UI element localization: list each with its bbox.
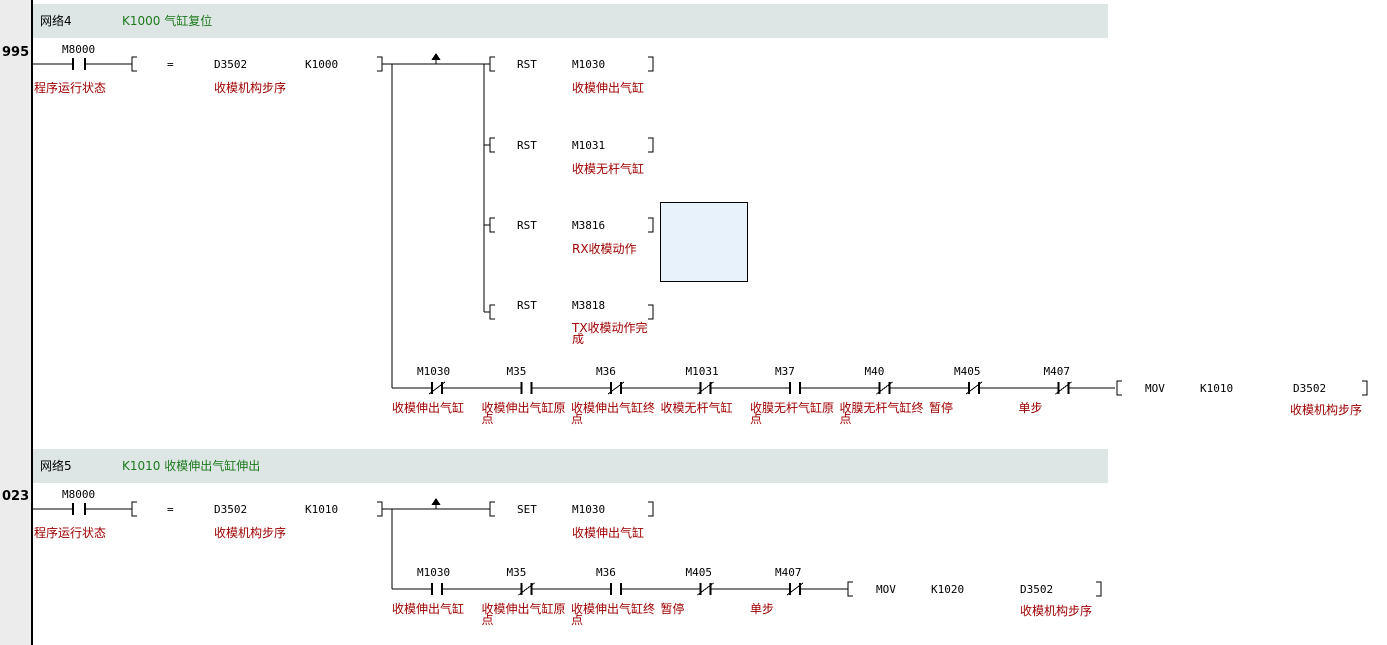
contact-comment: 收模伸出气缸终点 [571, 602, 656, 627]
contact-device[interactable]: M1030 [417, 566, 451, 579]
network-header[interactable] [33, 4, 1108, 38]
mov-instruction[interactable]: MOV [876, 583, 896, 596]
contact-comment: 暂停 [660, 602, 685, 616]
compare-arg1[interactable]: D3502 [214, 58, 248, 71]
normally-closed-slash [876, 381, 893, 395]
network-comment: K1010 收模伸出气缸伸出 [122, 459, 261, 473]
normally-closed-slash [1055, 381, 1072, 395]
contact-device[interactable]: M1031 [685, 365, 719, 378]
contact-comment: 程序运行状态 [34, 81, 107, 95]
step-number: 023 [2, 489, 30, 504]
normally-closed-slash [518, 582, 535, 596]
contact-device[interactable]: M36 [596, 566, 616, 579]
contact-device[interactable]: M405 [954, 365, 981, 378]
coil-device[interactable]: M1030 [572, 58, 606, 71]
mov-source[interactable]: K1010 [1200, 382, 1234, 395]
contact-comment: 收膜无杆气缸原点 [750, 401, 835, 426]
compare-arg1-comment: 收模机构步序 [214, 81, 287, 95]
selection-cursor-box[interactable] [660, 202, 748, 282]
left-power-rail [31, 0, 33, 645]
contact-comment: 收模伸出气缸终点 [571, 401, 656, 426]
contact-comment: 程序运行状态 [34, 526, 107, 540]
normally-closed-slash [786, 582, 804, 596]
contact-device[interactable]: M407 [1043, 365, 1071, 378]
contact-comment: 单步 [1018, 401, 1043, 415]
coil-device[interactable]: M3818 [572, 299, 606, 312]
contact-device[interactable]: M407 [775, 566, 802, 579]
mov-source[interactable]: K1020 [931, 583, 965, 596]
contact-comment: 收模伸出气缸 [392, 401, 465, 415]
coil-comment: TX收模动作完成 [572, 321, 648, 346]
contact-device[interactable]: M40 [864, 365, 885, 378]
network-header[interactable] [33, 449, 1108, 483]
coil-instruction[interactable]: SET [517, 503, 537, 516]
normally-closed-slash [697, 381, 714, 395]
coil-instruction[interactable]: RST [517, 58, 537, 71]
coil-instruction[interactable]: RST [517, 139, 537, 152]
contact-comment: 收模无杆气缸 [660, 401, 733, 415]
contact-device[interactable]: M1030 [417, 365, 451, 378]
normally-closed-slash [607, 381, 625, 395]
mov-instruction[interactable]: MOV [1145, 382, 1165, 395]
mov-destination[interactable]: D3502 [1020, 583, 1054, 596]
coil-device[interactable]: M1030 [572, 503, 606, 516]
contact-device[interactable]: M35 [506, 365, 527, 378]
contact-device[interactable]: M37 [775, 365, 795, 378]
contact-comment: 收模伸出气缸原点 [481, 602, 566, 627]
coil-comment: RX收模动作 [572, 242, 637, 256]
contact-device[interactable]: M35 [506, 566, 527, 579]
contact-comment: 收膜无杆气缸终点 [839, 401, 924, 426]
network-comment: K1000 气缸复位 [122, 14, 213, 28]
normally-closed-slash [428, 381, 446, 395]
contact-comment: 暂停 [929, 401, 954, 415]
coil-device[interactable]: M3816 [572, 219, 606, 232]
coil-comment: 收模无杆气缸 [572, 162, 645, 176]
mov-destination[interactable]: D3502 [1293, 382, 1327, 395]
contact-comment: 收模伸出气缸原点 [481, 401, 566, 426]
contact-comment: 收模伸出气缸 [392, 602, 465, 616]
network-label: 网络5 [40, 459, 72, 473]
coil-instruction[interactable]: RST [517, 219, 537, 232]
contact-device[interactable]: M36 [596, 365, 616, 378]
normally-closed-slash [965, 381, 983, 395]
coil-device[interactable]: M1031 [572, 139, 606, 152]
compare-operator[interactable]: = [167, 58, 174, 71]
compare-arg2[interactable]: K1000 [305, 58, 339, 71]
mov-destination-comment: 收模机构步序 [1020, 604, 1093, 618]
compare-arg1[interactable]: D3502 [214, 503, 248, 516]
coil-instruction[interactable]: RST [517, 299, 537, 312]
contact-device[interactable]: M8000 [62, 488, 96, 501]
network-label: 网络4 [40, 14, 72, 28]
coil-comment: 收模伸出气缸 [572, 526, 645, 540]
mov-destination-comment: 收模机构步序 [1290, 403, 1363, 417]
compare-operator[interactable]: = [167, 503, 174, 516]
step-number-gutter [0, 0, 31, 645]
compare-arg2[interactable]: K1010 [305, 503, 339, 516]
step-number: 995 [2, 45, 30, 60]
contact-comment: 单步 [750, 602, 775, 616]
normally-closed-slash [697, 582, 714, 596]
compare-arg1-comment: 收模机构步序 [214, 526, 287, 540]
contact-device[interactable]: M8000 [62, 43, 96, 56]
contact-device[interactable]: M405 [685, 566, 713, 579]
coil-comment: 收模伸出气缸 [572, 81, 645, 95]
